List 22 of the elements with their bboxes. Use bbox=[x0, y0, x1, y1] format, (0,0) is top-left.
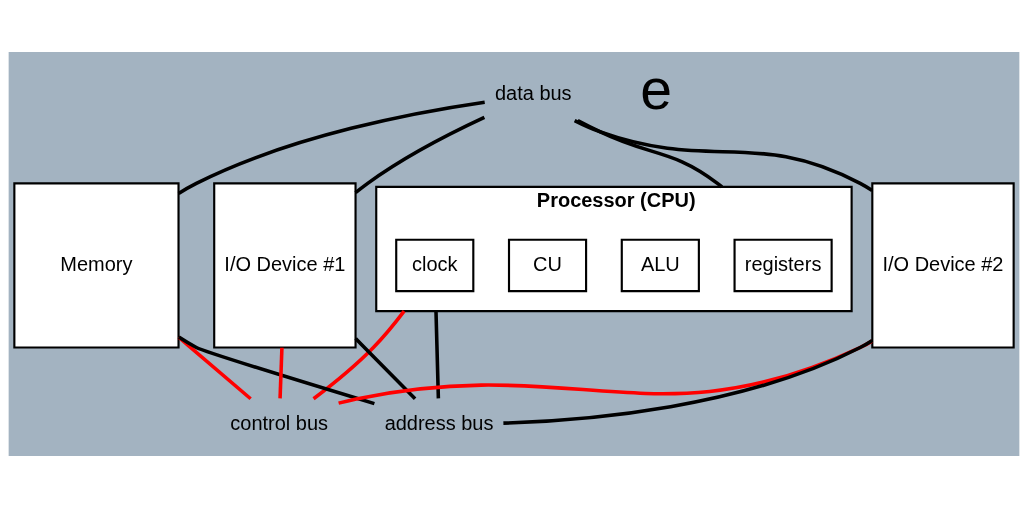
connector bbox=[354, 336, 417, 400]
connector bbox=[573, 118, 874, 192]
node-box: CU bbox=[507, 238, 588, 292]
connector bbox=[503, 338, 874, 425]
connector bbox=[338, 339, 873, 405]
label: e bbox=[640, 56, 672, 121]
node-text: control bus bbox=[230, 411, 329, 434]
node-box: ALU bbox=[620, 238, 700, 292]
node-box: Memory bbox=[13, 181, 180, 349]
connector bbox=[576, 118, 724, 188]
node-text: data bus bbox=[494, 81, 572, 104]
connector bbox=[354, 115, 486, 194]
connector bbox=[278, 347, 284, 398]
node-box: I/O Device #1 bbox=[213, 181, 357, 349]
connector bbox=[434, 310, 441, 398]
node-box: registers bbox=[733, 238, 833, 292]
connector bbox=[177, 99, 485, 195]
connector bbox=[177, 335, 375, 405]
node-text: address bus bbox=[384, 411, 494, 434]
node-box: clock bbox=[395, 238, 475, 292]
connector bbox=[312, 309, 406, 400]
node-box: I/O Device #2 bbox=[871, 181, 1015, 349]
